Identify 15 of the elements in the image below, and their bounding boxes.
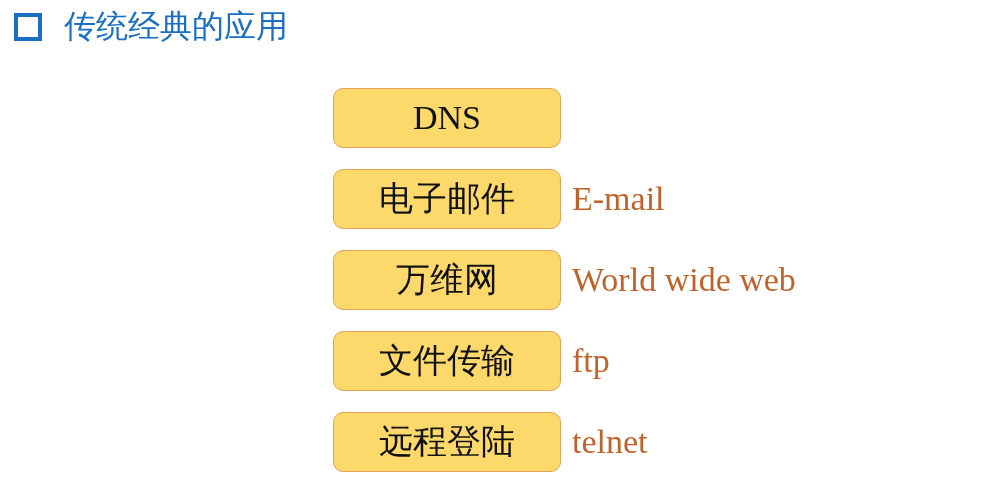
application-name: DNS	[413, 99, 481, 137]
application-name: 远程登陆	[379, 422, 515, 462]
application-box	[333, 331, 561, 391]
english-term: World wide web	[572, 260, 796, 300]
slide-title: 传统经典的应用	[64, 6, 288, 47]
application-box	[333, 412, 561, 472]
application-name: 万维网	[396, 260, 498, 300]
application-name: 文件传输	[379, 341, 515, 381]
application-box	[333, 169, 561, 229]
application-box	[333, 250, 561, 310]
application-box	[333, 88, 561, 148]
english-term: telnet	[572, 422, 648, 462]
english-term: ftp	[572, 341, 610, 381]
application-name: 电子邮件	[379, 179, 515, 219]
english-term: E-mail	[572, 179, 665, 219]
